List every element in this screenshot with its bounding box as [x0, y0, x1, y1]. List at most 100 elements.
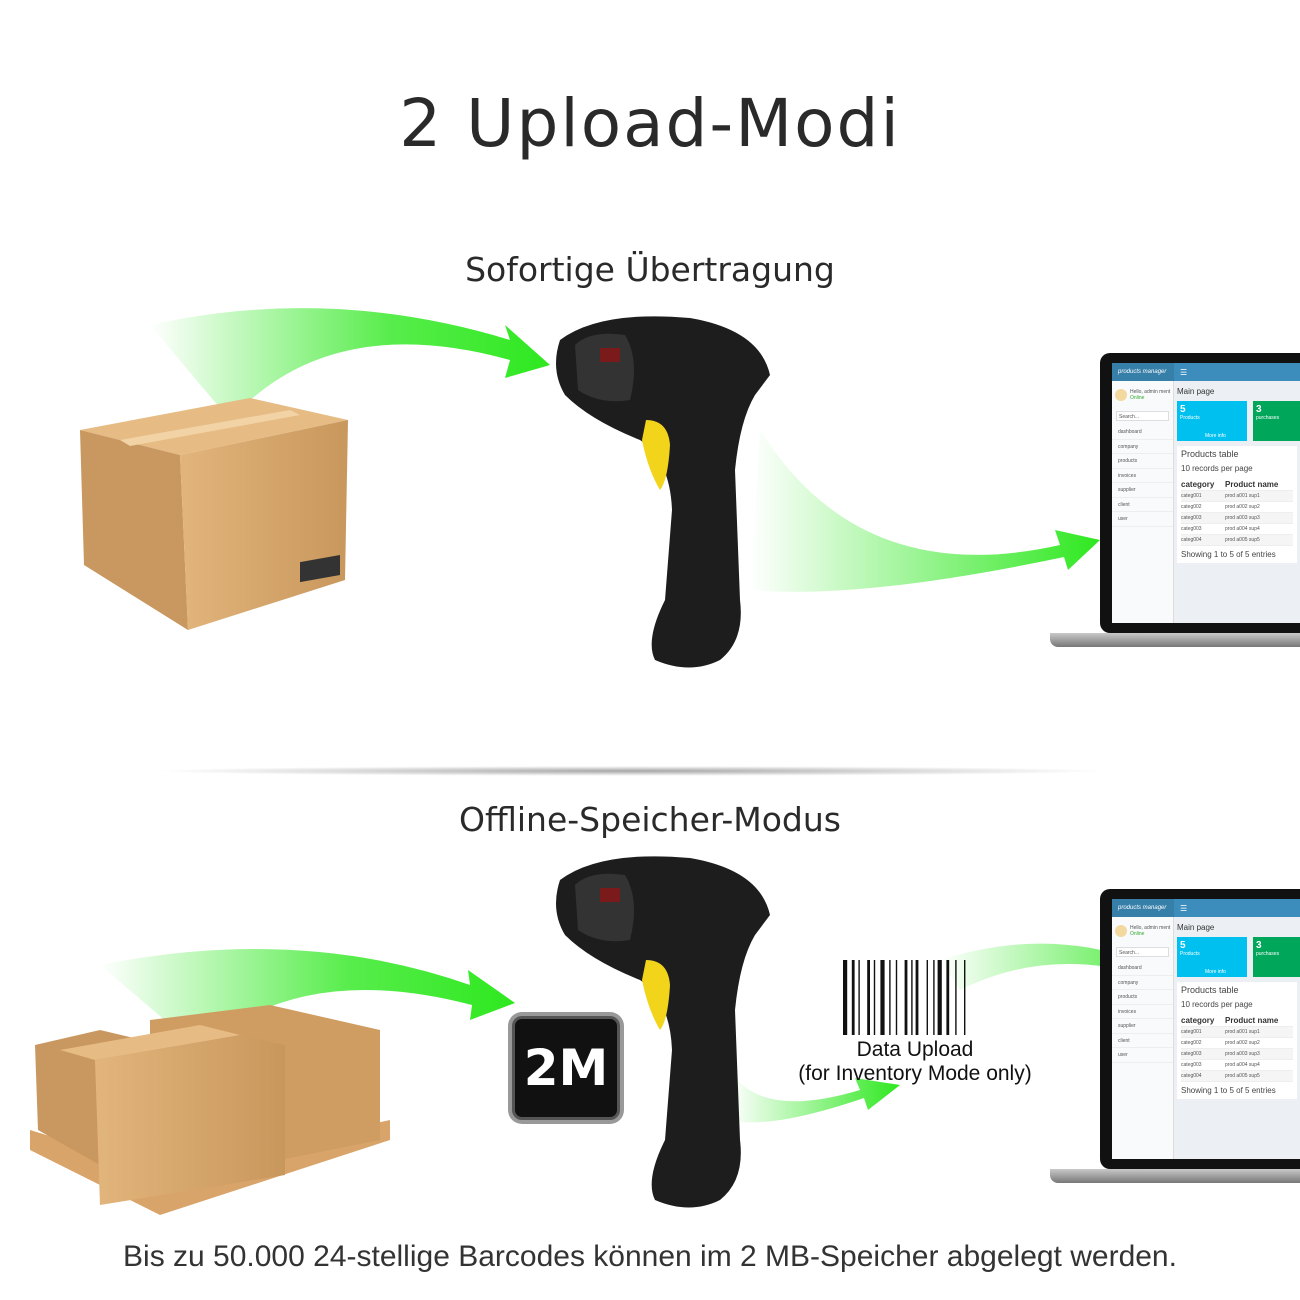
table-cell: categ001: [1181, 493, 1202, 499]
column-header[interactable]: category: [1181, 1015, 1215, 1025]
table-cell: categ003: [1181, 1062, 1202, 1068]
barcode-bar: [955, 960, 957, 1035]
table-cell: prod a002 sup2: [1225, 504, 1260, 510]
table-cell: prod a003 sup3: [1225, 515, 1260, 521]
barcode-bar: [873, 960, 876, 1035]
main-title: Main page: [1177, 923, 1215, 932]
search-input[interactable]: Search...: [1116, 947, 1169, 957]
barcode-bar: [926, 960, 928, 1035]
barcode-bar: [889, 960, 891, 1035]
barcode-bar: [911, 960, 913, 1035]
boxes-on-pallet: [30, 1005, 390, 1215]
table-cell: categ004: [1181, 1073, 1202, 1079]
table-cell: prod a002 sup2: [1225, 1040, 1260, 1046]
table-cell: prod a003 sup3: [1225, 1051, 1260, 1057]
barcode-bar: [858, 960, 860, 1035]
memory-chip-2m: 2M: [512, 1016, 620, 1120]
barcode-bar: [946, 960, 950, 1035]
sidebar-item[interactable]: supplier: [1112, 483, 1173, 498]
arrow-scanner-to-upload: [730, 1070, 900, 1123]
barcode-bar: [880, 960, 885, 1035]
sidebar-item[interactable]: dashboard: [1112, 425, 1173, 440]
avatar: [1115, 389, 1127, 401]
table-cell: categ004: [1181, 537, 1202, 543]
table-cell: categ003: [1181, 515, 1202, 521]
sidebar-item[interactable]: company: [1112, 440, 1173, 454]
barcode-bar: [895, 960, 898, 1035]
barcode-bar: [851, 960, 855, 1035]
sidebar-item[interactable]: company: [1112, 976, 1173, 990]
arrow-scanner-to-laptop: [750, 430, 1100, 592]
table-row: categ001 prod a001 sup1: [1181, 1027, 1293, 1038]
products-table: Products table 10 records per page categ…: [1177, 446, 1297, 563]
sidebar-item[interactable]: client: [1112, 498, 1173, 512]
column-header[interactable]: Product name: [1225, 479, 1279, 489]
column-header[interactable]: Product name: [1225, 1015, 1279, 1025]
barcode-bar: [867, 960, 870, 1035]
table-cell: prod a005 sup5: [1225, 537, 1260, 543]
barcode-bar: [937, 960, 942, 1035]
barcode-image: [843, 960, 966, 1035]
user-greeting: Hello, admin ment: [1130, 389, 1171, 395]
app-brand: products manager: [1112, 363, 1174, 381]
arrow-box-to-scanner: [150, 308, 550, 420]
records-per-page[interactable]: 10 records per page: [1181, 1000, 1253, 1009]
table-cell: categ003: [1181, 526, 1202, 532]
upload-line-2: (for Inventory Mode only): [798, 1062, 1032, 1085]
laptop-base: [1050, 1169, 1300, 1183]
barcode-bar: [964, 960, 966, 1035]
sidebar-item[interactable]: user: [1112, 512, 1173, 527]
laptop-base: [1050, 633, 1300, 647]
table-cell: categ002: [1181, 1040, 1202, 1046]
table-row: categ004 prod a005 sup5: [1181, 535, 1293, 546]
main-title: Main page: [1177, 387, 1215, 396]
sidebar-item[interactable]: products: [1112, 454, 1173, 469]
barcode-scanner: [556, 316, 770, 668]
sidebar-item[interactable]: invoices: [1112, 1005, 1173, 1019]
barcode-bar: [904, 960, 908, 1035]
search-input[interactable]: Search...: [1116, 411, 1169, 421]
sidebar-item[interactable]: client: [1112, 1034, 1173, 1048]
table-cell: prod a005 sup5: [1225, 1073, 1260, 1079]
sidebar-item[interactable]: supplier: [1112, 1019, 1173, 1034]
table-title: Products table: [1181, 449, 1239, 459]
column-header[interactable]: category: [1181, 479, 1215, 489]
section-heading-instant: Sofortige Übertragung: [465, 250, 835, 289]
barcode-bar: [843, 960, 848, 1035]
sidebar-item[interactable]: dashboard: [1112, 961, 1173, 976]
table-cell: prod a001 sup1: [1225, 1029, 1260, 1035]
records-per-page[interactable]: 10 records per page: [1181, 464, 1253, 473]
table-row: categ002 prod a002 sup2: [1181, 1038, 1293, 1049]
avatar: [1115, 925, 1127, 937]
user-status: Online: [1130, 395, 1145, 401]
sidebar-item[interactable]: products: [1112, 990, 1173, 1005]
sidebar-item[interactable]: invoices: [1112, 469, 1173, 483]
table-row: categ004 prod a005 sup5: [1181, 1071, 1293, 1082]
cardboard-box: [80, 398, 348, 630]
table-title: Products table: [1181, 985, 1239, 995]
table-cell: categ001: [1181, 1029, 1202, 1035]
sidebar-item[interactable]: user: [1112, 1048, 1173, 1063]
footer-caption: Bis zu 50.000 24-stellige Barcodes könne…: [123, 1240, 1177, 1273]
arrow-upload-to-laptop: [940, 943, 1195, 992]
menu-icon[interactable]: ☰: [1180, 903, 1188, 913]
barcode-bar: [915, 960, 919, 1035]
menu-icon[interactable]: ☰: [1180, 367, 1188, 377]
table-info: Showing 1 to 5 of 5 entries: [1181, 550, 1276, 559]
divider: [150, 766, 1110, 776]
